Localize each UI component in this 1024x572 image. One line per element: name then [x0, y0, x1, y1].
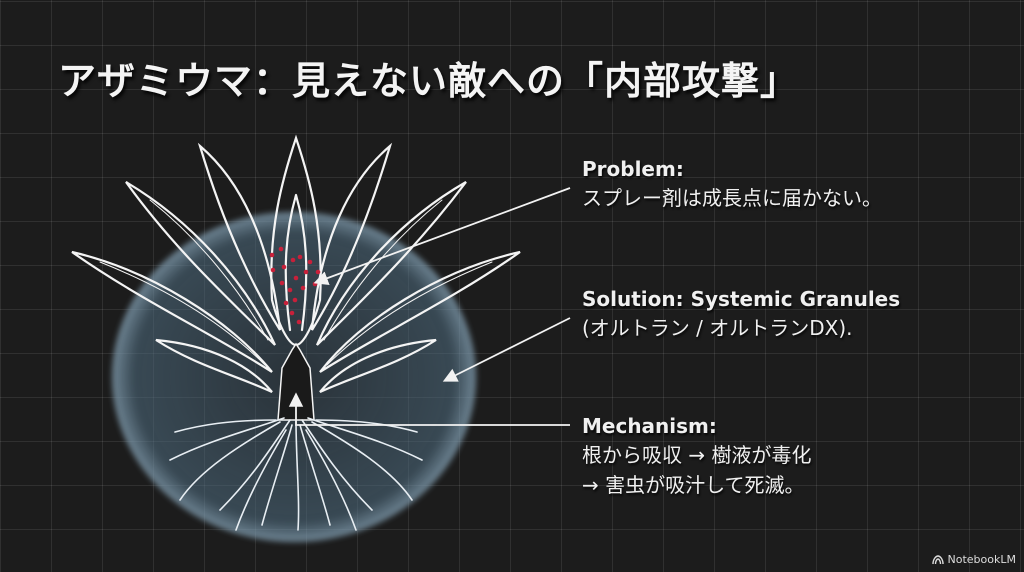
notebooklm-watermark: NotebookLM	[931, 553, 1016, 566]
slide-title: アザミウマ：見えない敵への「内部攻撃」	[58, 59, 800, 103]
callout-heading: Mechanism:	[582, 414, 717, 438]
callout-text: (オルトラン / オルトランDX).	[582, 316, 853, 340]
callout-solution: Solution: Systemic Granules (オルトラン / オルト…	[582, 285, 900, 343]
callout-problem: Problem: スプレー剤は成長点に届かない。	[582, 155, 882, 213]
callout-mechanism: Mechanism: 根から吸収 → 樹液が毒化 → 害虫が吸汁して死滅。	[582, 412, 811, 500]
mechanism-arrow	[288, 392, 570, 426]
growth-point	[277, 342, 315, 421]
callout-text: 根から吸収 → 樹液が毒化	[582, 443, 812, 467]
problem-arrow	[313, 187, 571, 285]
callout-heading: Problem:	[582, 157, 684, 181]
notebooklm-logo-icon	[931, 554, 944, 564]
callout-heading: Solution: Systemic Granules	[582, 287, 901, 311]
watermark-label: NotebookLM	[947, 553, 1016, 566]
solution-arrow	[442, 317, 571, 382]
callout-text: スプレー剤は成長点に届かない。	[582, 186, 882, 210]
roots-icon	[169, 417, 423, 531]
leaves-icon	[71, 134, 521, 393]
callout-text: → 害虫が吸汁して死滅。	[582, 473, 805, 497]
